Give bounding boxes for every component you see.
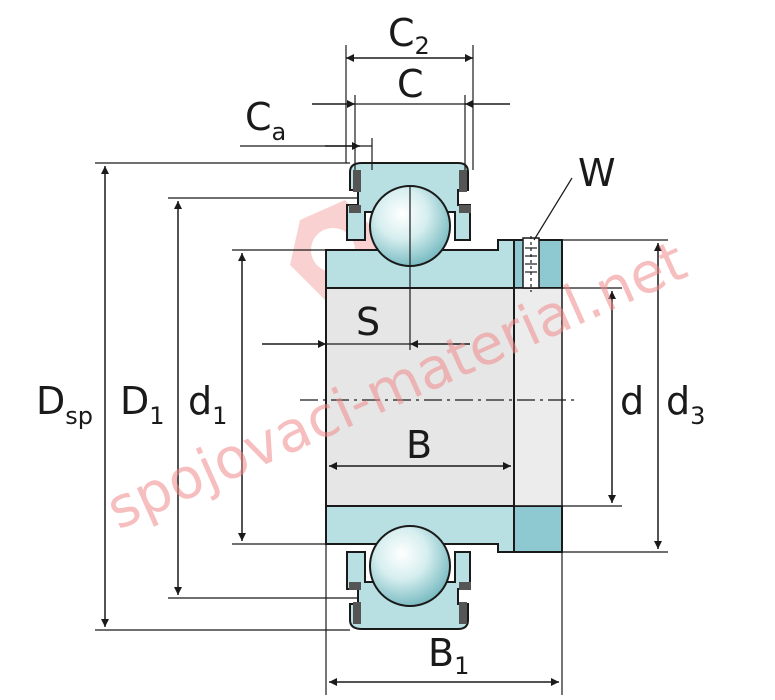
dim-Ca — [240, 138, 373, 170]
label-Ca: Ca — [245, 95, 286, 146]
seals — [349, 170, 471, 624]
label-B: B — [406, 423, 432, 467]
label-B1: B1 — [428, 631, 469, 680]
dim-C — [312, 95, 510, 170]
label-C2: C2 — [388, 11, 430, 60]
label-C: C — [397, 62, 424, 106]
label-d: d — [620, 379, 644, 423]
set-screw — [522, 236, 540, 292]
dim-d — [514, 287, 622, 507]
dim-Dsp — [95, 162, 350, 631]
dim-d1 — [232, 249, 326, 545]
label-S: S — [356, 300, 380, 344]
ball-bottom — [369, 525, 451, 607]
label-W: W — [578, 151, 616, 195]
label-D1: D1 — [120, 379, 165, 430]
label-d1: d1 — [188, 379, 227, 430]
dim-B1 — [325, 544, 563, 695]
label-Dsp: Dsp — [36, 379, 93, 430]
dim-d3 — [562, 239, 668, 553]
dim-W — [533, 177, 573, 241]
label-d3: d3 — [666, 379, 705, 430]
locking-collar — [513, 239, 563, 553]
